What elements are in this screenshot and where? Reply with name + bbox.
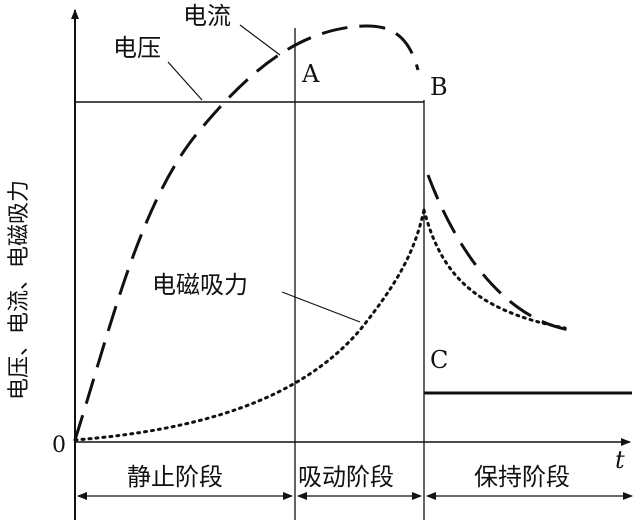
- current-curve-decay: [426, 174, 571, 332]
- leader-force: [281, 291, 361, 323]
- leader-voltage: [167, 61, 203, 101]
- x-axis-label: t: [615, 446, 625, 474]
- point-label-a: A: [301, 60, 320, 88]
- label-current: 电流: [183, 2, 231, 30]
- point-label-b: B: [430, 73, 448, 101]
- y-axis-label: 电压、电流、电磁吸力: [7, 180, 32, 400]
- stage-label-attract: 吸动阶段: [298, 463, 394, 491]
- stage-label-static: 静止阶段: [127, 463, 223, 491]
- point-label-c: C: [430, 346, 448, 374]
- leader-current: [239, 24, 281, 56]
- label-voltage: 电压: [113, 34, 161, 62]
- label-force: 电磁吸力: [152, 271, 248, 299]
- force-curve-decay: [422, 208, 567, 330]
- origin-label: 0: [52, 433, 66, 458]
- current-curve-rise: [73, 24, 420, 441]
- force-curve-rise: [73, 208, 426, 442]
- stage-label-hold: 保持阶段: [474, 463, 570, 491]
